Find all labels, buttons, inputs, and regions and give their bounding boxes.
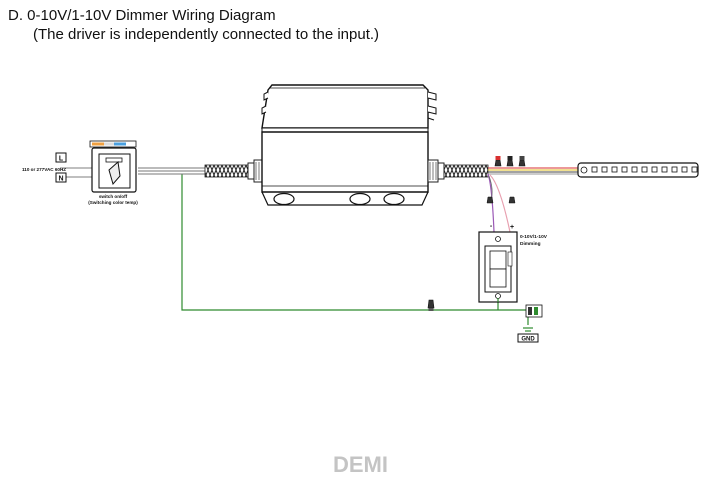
led-strip-end-icon xyxy=(580,166,588,174)
led-chip xyxy=(591,166,598,173)
led-chip xyxy=(611,166,618,173)
wall-switch xyxy=(89,140,137,193)
led-chip xyxy=(601,166,608,173)
dimmer-switch: - + xyxy=(478,223,518,303)
output-wires xyxy=(488,156,578,175)
led-chip xyxy=(691,166,698,173)
input-wires xyxy=(60,167,205,178)
ground-label: GND xyxy=(521,337,535,343)
ground-wire-nut xyxy=(427,299,435,311)
led-chip xyxy=(661,166,668,173)
switch-label-line1: switch on/off xyxy=(99,194,128,199)
led-chip xyxy=(641,166,648,173)
input-cable-gland xyxy=(204,159,265,183)
terminal-l: L xyxy=(55,152,67,163)
switch-blue-indicator xyxy=(114,142,126,146)
led-chip xyxy=(631,166,638,173)
terminal-n-label: N xyxy=(58,176,63,183)
dimmer-slider-icon xyxy=(507,251,513,267)
dimmer-plus-label: + xyxy=(510,224,514,231)
led-chip xyxy=(671,166,678,173)
led-chip xyxy=(621,166,628,173)
dimmer-minus-label: - xyxy=(490,223,493,230)
knockout-2 xyxy=(349,192,371,206)
knockout-3 xyxy=(383,192,405,206)
terminal-n: N xyxy=(55,172,67,183)
switch-label-line2: (Switching color temp) xyxy=(88,200,138,205)
output-cable-gland xyxy=(427,159,489,183)
led-chip xyxy=(681,166,688,173)
led-chip xyxy=(651,166,658,173)
led-strip xyxy=(577,162,699,178)
input-voltage-label: 110 or 277VAC 60HZ xyxy=(22,167,66,172)
ground-terminal: GND xyxy=(517,304,543,343)
watermark: DEMI xyxy=(333,452,388,477)
diagram-subtitle: (The driver is independently connected t… xyxy=(33,26,380,43)
dimmer-label-line1: 0-10V/1-10V xyxy=(520,234,548,240)
switch-orange-indicator xyxy=(92,142,104,146)
diagram-title: D. 0-10V/1-10V Dimmer Wiring Diagram xyxy=(8,7,276,24)
switch-toggle-icon xyxy=(108,161,121,186)
knockout-1 xyxy=(273,192,295,206)
dimmer-label-line2: Dimming xyxy=(520,241,541,247)
terminal-l-label: L xyxy=(59,156,64,163)
dimming-wires xyxy=(486,173,516,233)
led-driver xyxy=(261,84,437,206)
